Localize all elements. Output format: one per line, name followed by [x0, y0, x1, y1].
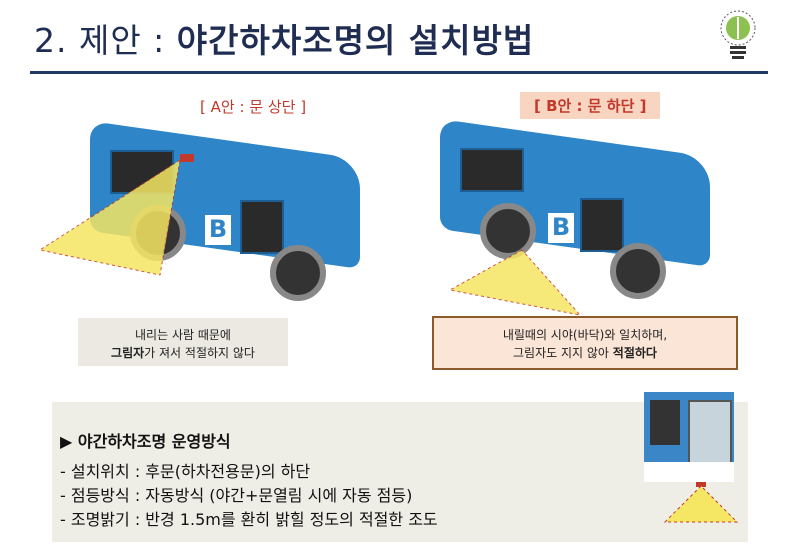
- note-line: 그림자: [513, 346, 547, 360]
- option-b-caption: [ B안 : 문 하단 ]: [520, 92, 661, 119]
- option-a-caption: [ A안 : 문 상단 ]: [200, 98, 307, 116]
- door-light-cone: [663, 482, 739, 523]
- light-cone-a: [40, 158, 181, 276]
- bus-door-photo: [644, 392, 734, 482]
- note-line: 가 져서 적절하지 않다: [144, 346, 255, 360]
- operation-method-panel: ▶ 야간하차조명 운영방식 - 설치위치 : 후문(하차전용문)의 하단 - 점…: [52, 402, 748, 542]
- title-prefix: 2. 제안 :: [34, 21, 177, 60]
- lightbulb-icon: [720, 10, 756, 59]
- title-divider: [30, 71, 768, 74]
- title-main: 야간하차조명의 설치방법: [176, 21, 535, 60]
- method-item: - 점등방식 : 자동방식 (야간+문열림 시에 자동 점등): [60, 486, 413, 505]
- method-item: - 조명밝기 : 반경 1.5m를 환히 밝힐 정도의 적절한 조도: [60, 510, 438, 529]
- light-fixture-top: [180, 154, 194, 162]
- light-cone-b: [448, 249, 582, 316]
- note-line: 내리는 사람 때문에: [135, 328, 231, 342]
- page-title: 2. 제안 : 야간하차조명의 설치방법: [34, 14, 534, 62]
- bus-letter: B: [548, 213, 574, 243]
- method-heading: ▶ 야간하차조명 운영방식: [60, 432, 231, 451]
- note-line: 내릴때의 시야(바닥)와 일치하며,: [502, 328, 668, 342]
- note-line: 도 지지 않아: [546, 346, 613, 360]
- option-b-note: 내릴때의 시야(바닥)와 일치하며, 그림자도 지지 않아 적절하다: [432, 316, 738, 370]
- note-bold: 그림자: [111, 346, 145, 360]
- note-bold: 적절하다: [612, 346, 657, 360]
- method-item: - 설치위치 : 후문(하차전용문)의 하단: [60, 462, 311, 481]
- bus-letter: B: [205, 215, 231, 245]
- bus-image-b: B: [430, 118, 730, 299]
